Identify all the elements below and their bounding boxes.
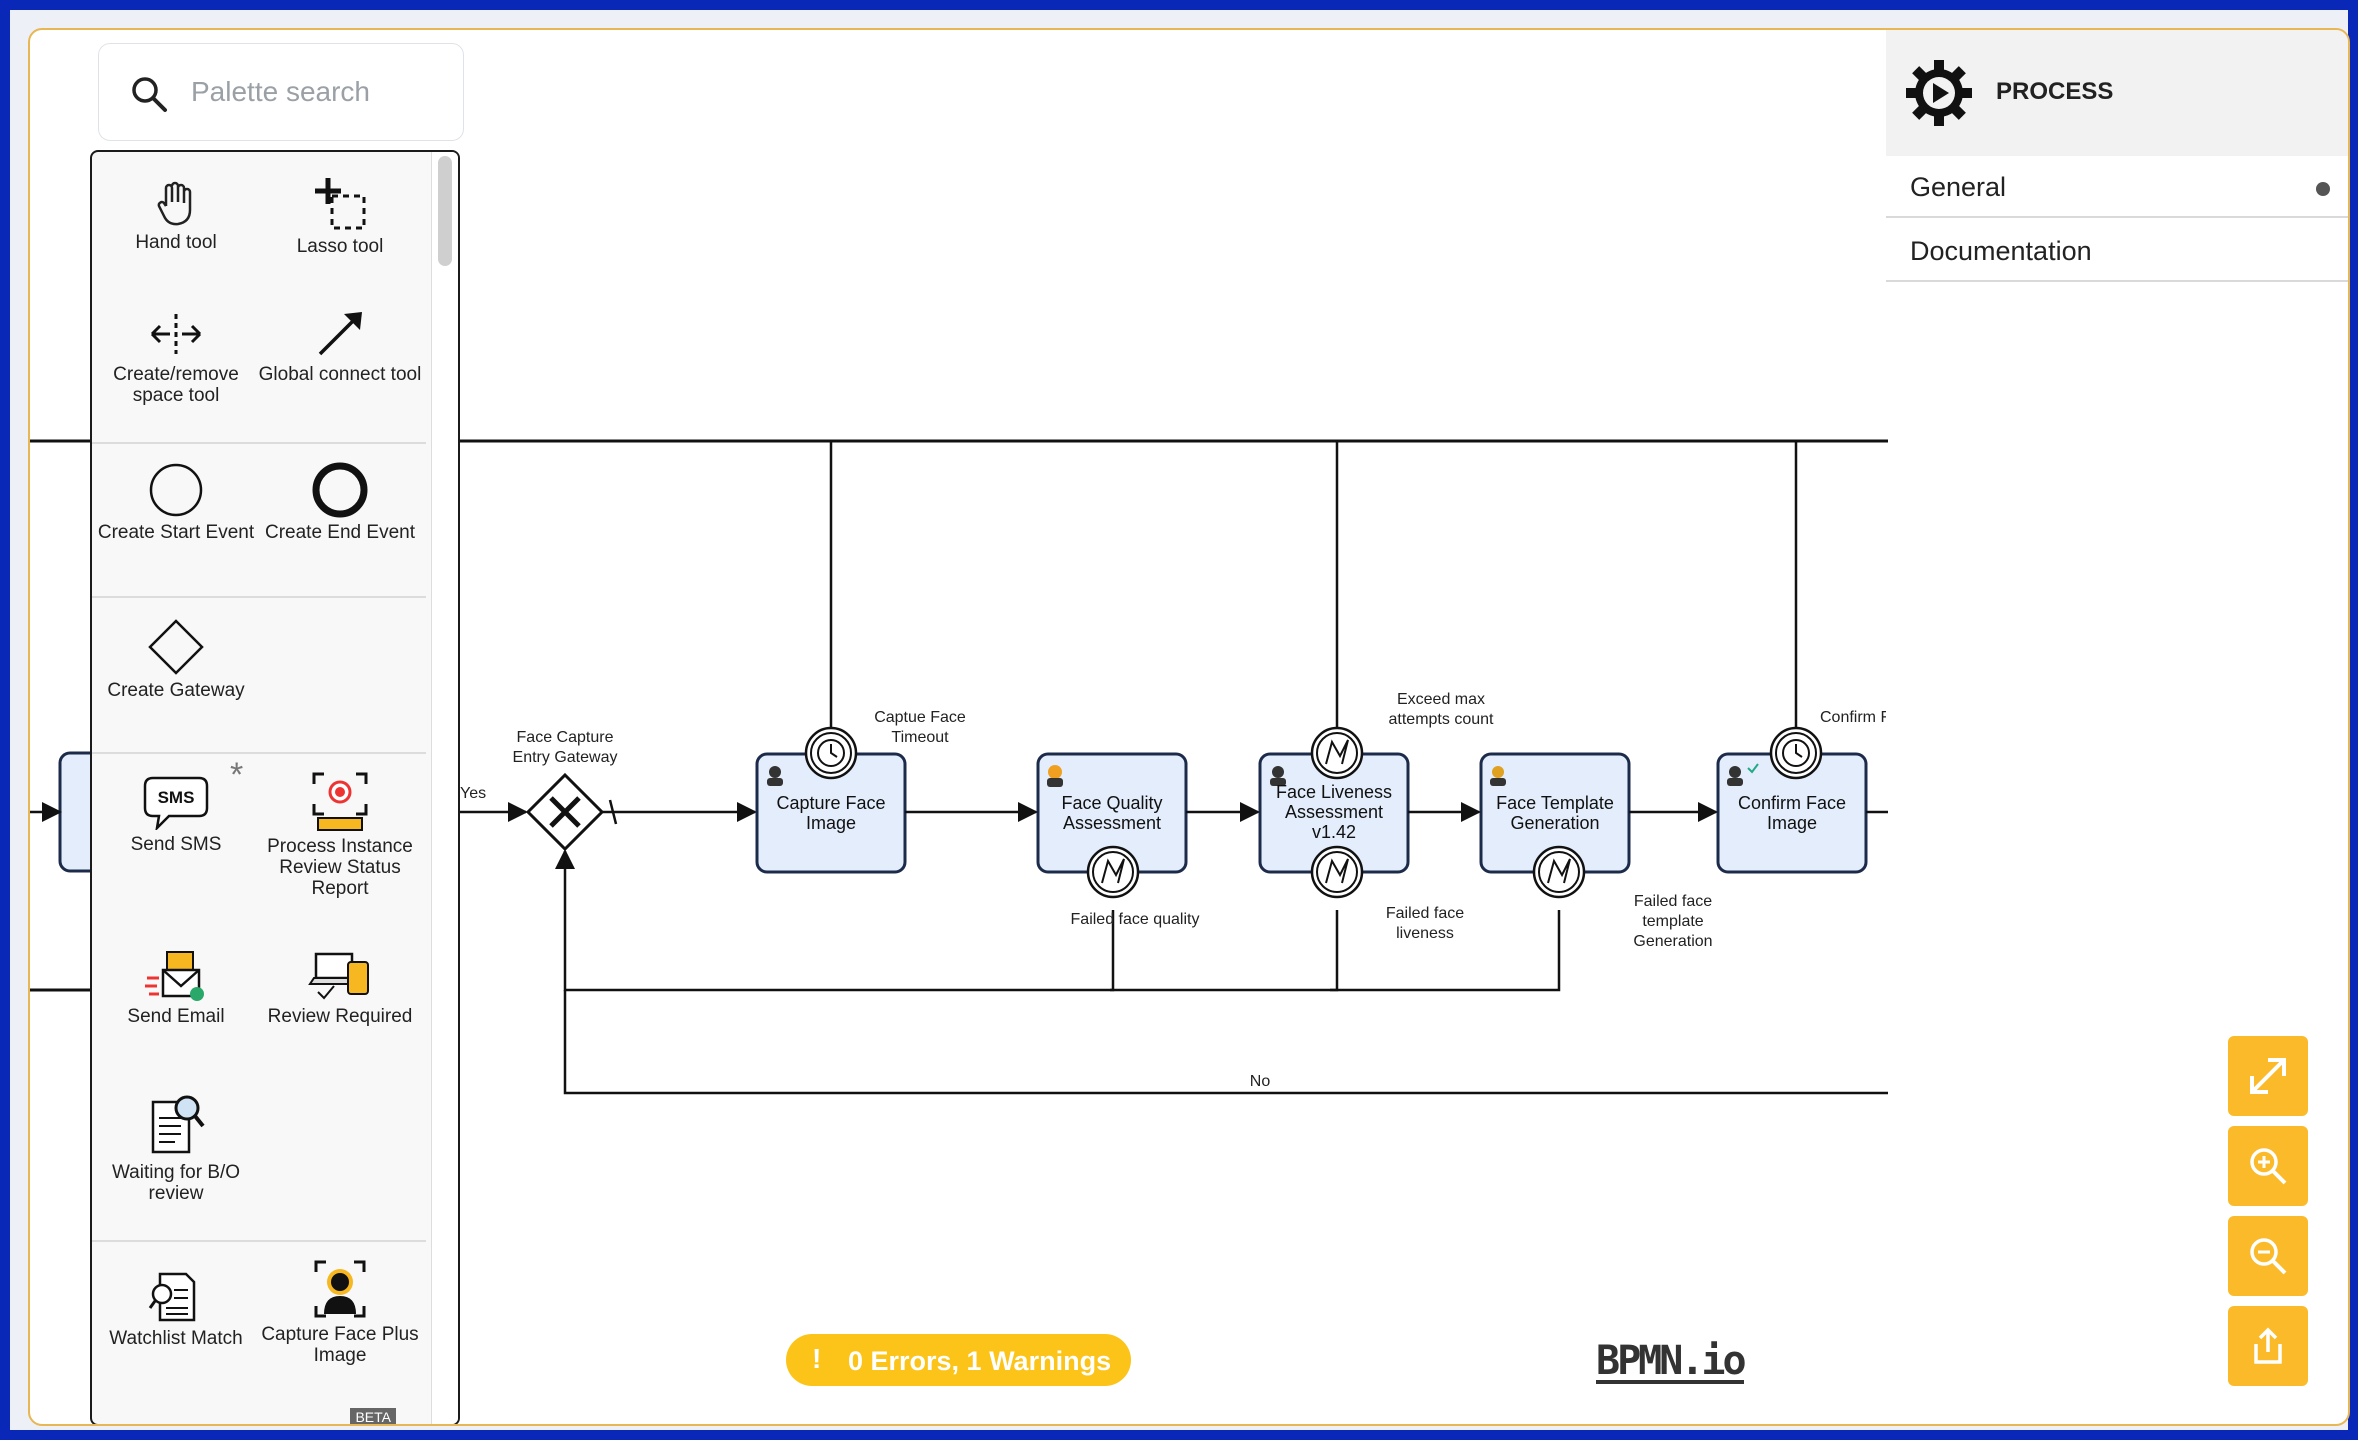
- document-search-icon: [151, 1095, 205, 1154]
- watchlist-icon: [148, 1272, 196, 1322]
- palette-group-tools: Hand tool Lasso tool Create/remove space…: [92, 152, 426, 444]
- palette-search-input[interactable]: [189, 70, 443, 114]
- task-label-capture: Capture Face Image: [776, 793, 886, 833]
- end-event-icon: [312, 462, 368, 518]
- expand-icon: [2250, 1058, 2286, 1094]
- general-indicator-dot: [2316, 182, 2330, 196]
- watchlist-match-entry[interactable]: Watchlist Match: [94, 1268, 258, 1349]
- export-button[interactable]: [2228, 1306, 2308, 1386]
- palette-scrollbar[interactable]: [431, 152, 458, 1424]
- label-confirm-timeout: Confirm Face Timeout: [1820, 709, 1886, 726]
- hand-tool-entry[interactable]: Hand tool: [94, 176, 258, 253]
- task-label-confirm: Confirm Face Image: [1737, 793, 1847, 833]
- bpmn-canvas[interactable]: Face Capture Entry Gateway Yes No Captur…: [28, 28, 2350, 1426]
- boundary-error-liveness[interactable]: [1310, 845, 1364, 899]
- palette-group-custom: * SMS Send SMS Process Instance Review S…: [92, 752, 426, 1242]
- global-connect-tool-entry[interactable]: Global connect tool: [258, 308, 422, 385]
- lasso-tool-entry[interactable]: Lasso tool: [258, 176, 422, 257]
- face-capture-icon: [314, 1260, 366, 1318]
- exclusive-gateway[interactable]: [525, 772, 605, 852]
- flow-template-failed: [1330, 910, 1561, 992]
- zoom-out-icon: [2250, 1238, 2287, 1275]
- zoom-in-button[interactable]: [2228, 1126, 2308, 1206]
- palette: Hand tool Lasso tool Create/remove space…: [90, 150, 460, 1424]
- label-capture-timeout: Captue Face Timeout: [874, 709, 966, 746]
- bpmn-diagram[interactable]: [30, 30, 2350, 1426]
- sms-bubble-icon: SMS: [143, 776, 209, 830]
- properties-title: PROCESS: [1996, 78, 2114, 105]
- capture-face-plus-entry[interactable]: Capture Face Plus Image: [258, 1258, 422, 1366]
- hand-icon: [157, 181, 192, 226]
- gateway-icon: [148, 619, 204, 675]
- linting-status-text: 0 Errors, 1 Warnings: [848, 1346, 1112, 1376]
- connect-arrow-icon: [318, 312, 362, 356]
- create-end-event-entry[interactable]: Create End Event: [258, 462, 422, 543]
- flow-label-yes: Yes: [460, 785, 487, 802]
- gateway-label: Face Capture Entry Gateway: [512, 729, 618, 766]
- review-report-entry[interactable]: Process Instance Review Status Report: [258, 770, 422, 899]
- palette-search-box[interactable]: [98, 43, 464, 141]
- flow-loop-back: [555, 849, 1115, 992]
- task-label-template: Face Template Generation: [1496, 793, 1614, 833]
- label-max-attempts: Exceed max attempts count: [1388, 691, 1494, 728]
- email-icon: [145, 951, 204, 1001]
- search-icon: [132, 77, 167, 112]
- tab-general[interactable]: General: [1886, 156, 2348, 218]
- create-gateway-entry[interactable]: Create Gateway: [94, 618, 258, 701]
- boundary-error-max-attempts[interactable]: [1310, 726, 1364, 780]
- boundary-timer-confirm[interactable]: [1769, 726, 1823, 780]
- label-quality-failed: Failed face quality: [1070, 911, 1200, 928]
- properties-header: PROCESS: [1886, 30, 2348, 158]
- boundary-error-quality[interactable]: [1086, 845, 1140, 899]
- user-task-icon: [767, 763, 1759, 787]
- warning-icon: !: [812, 1343, 822, 1374]
- default-flow-mark: [608, 799, 618, 825]
- zoom-in-icon: [2250, 1148, 2287, 1185]
- send-sms-entry[interactable]: SMS Send SMS: [94, 774, 258, 855]
- boundary-timer-capture[interactable]: [804, 726, 858, 780]
- laptop-review-icon: [308, 952, 369, 1000]
- fit-viewport-button[interactable]: [2228, 1036, 2308, 1116]
- linting-status-button[interactable]: ! 0 Errors, 1 Warnings: [786, 1334, 1131, 1386]
- waiting-review-entry[interactable]: Waiting for B/O review: [94, 1092, 258, 1204]
- palette-group-gateway: Create Gateway: [92, 596, 426, 754]
- label-template-failed: Failed face template Generation: [1633, 893, 1713, 950]
- send-email-entry[interactable]: Send Email: [94, 948, 258, 1027]
- process-gear-icon: [1906, 60, 1972, 126]
- tab-documentation[interactable]: Documentation: [1886, 220, 2348, 282]
- task-label-liveness: Face Liveness Assessment v1.42: [1275, 782, 1393, 842]
- create-start-event-entry[interactable]: Create Start Event: [94, 462, 258, 543]
- zoom-out-button[interactable]: [2228, 1216, 2308, 1296]
- space-tool-icon: [150, 314, 202, 354]
- face-scan-report-icon: [312, 772, 368, 831]
- bpmn-io-logo[interactable]: BPMN.io: [1596, 1338, 1747, 1384]
- label-liveness-failed: Failed face liveness: [1385, 905, 1465, 942]
- flow-label-no: No: [1249, 1073, 1271, 1090]
- properties-panel: PROCESS General Documentation: [1886, 30, 2348, 292]
- palette-scroll-thumb[interactable]: [438, 156, 452, 266]
- palette-group-custom-more: Watchlist Match Capture Face Plus Image …: [92, 1240, 426, 1424]
- palette-group-events: Create Start Event Create End Event: [92, 442, 426, 598]
- boundary-error-template[interactable]: [1532, 845, 1586, 899]
- task-label-quality: Face Quality Assessment: [1061, 793, 1163, 833]
- app-frame: Face Capture Entry Gateway Yes No Captur…: [10, 10, 2350, 1430]
- start-event-icon: [149, 463, 203, 517]
- beta-badge: BETA: [350, 1408, 396, 1424]
- svg-text:SMS: SMS: [158, 788, 195, 807]
- flow-no: [563, 990, 1888, 1095]
- share-icon: [2254, 1327, 2282, 1364]
- custom-group-asterisk: *: [230, 756, 244, 794]
- review-required-entry[interactable]: Review Required: [258, 948, 422, 1027]
- lasso-icon: [315, 178, 366, 230]
- space-tool-entry[interactable]: Create/remove space tool: [94, 308, 258, 406]
